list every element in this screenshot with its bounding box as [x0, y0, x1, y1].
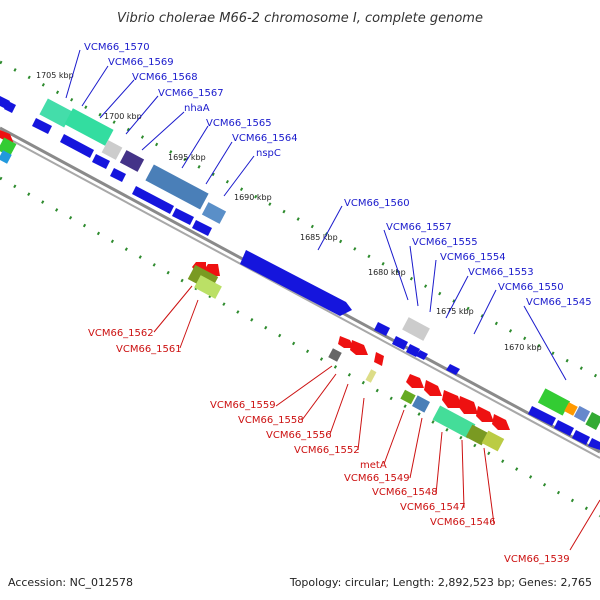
gene-label[interactable]: VCM66_1552: [294, 445, 360, 456]
gene-label[interactable]: VCM66_1555: [412, 237, 478, 248]
gene-arrow: [60, 134, 94, 158]
gene-label[interactable]: VCM66_1561: [116, 344, 182, 355]
gene-label[interactable]: VCM66_1539: [504, 554, 570, 565]
gene-box: [573, 405, 591, 423]
gene-arrow: [374, 352, 384, 366]
gene-label[interactable]: VCM66_1567: [158, 88, 224, 99]
gene-box: [585, 412, 600, 430]
tick-label: 1680 kbp: [368, 268, 406, 277]
gene-label[interactable]: VCM66_1547: [400, 502, 466, 513]
genome-summary-text: Topology: circular; Length: 2,892,523 bp…: [289, 576, 592, 589]
gene-arrow: [442, 390, 462, 408]
tick-label: 1670 kbp: [504, 343, 542, 352]
gene-arrow: [132, 186, 174, 214]
gene-arrow: [588, 438, 600, 450]
gene-box: [400, 389, 416, 405]
gene-box: [402, 317, 430, 341]
gene-arrow: [554, 420, 574, 436]
gene-arrow: [458, 396, 478, 414]
gene-box: [0, 150, 12, 164]
gene-arrow: [338, 336, 354, 348]
gene-arrow: [528, 406, 556, 426]
forward-gene-labels: VCM66_1570 VCM66_1569 VCM66_1568 VCM66_1…: [84, 42, 592, 308]
tick-label: 1690 kbp: [234, 193, 272, 202]
gene-label[interactable]: VCM66_1564: [232, 133, 298, 144]
gene-arrow: [424, 380, 442, 396]
gene-arrow: [0, 130, 14, 144]
gene-box: [194, 275, 222, 299]
gene-arrow: [392, 336, 408, 350]
gene-arrow: [92, 154, 110, 169]
reverse-gene-labels: VCM66_1562 VCM66_1561 VCM66_1559 VCM66_1…: [88, 328, 570, 565]
gene-box: [145, 164, 209, 210]
gene-label[interactable]: VCM66_1554: [440, 252, 506, 263]
gene-arrow: [192, 220, 212, 236]
gene-box: [365, 369, 377, 383]
gene-box: [328, 348, 342, 362]
backbone-lower: [0, 133, 600, 459]
tick-label: 1705 kbp: [36, 71, 74, 80]
gene-arrow: [406, 374, 424, 388]
reverse-features: [0, 130, 510, 452]
gene-label[interactable]: VCM66_1568: [132, 72, 198, 83]
gene-box: [537, 388, 571, 416]
gene-arrow: [416, 350, 428, 360]
gene-arrow: [492, 414, 510, 430]
gene-label[interactable]: VCM66_1557: [386, 222, 452, 233]
gene-arrow: [572, 430, 590, 445]
gene-arrow: [4, 101, 16, 113]
map-title: Vibrio cholerae M66-2 chromosome I, comp…: [117, 11, 483, 26]
forward-leaders: [65, 49, 567, 381]
gene-box: [564, 402, 578, 416]
gene-label[interactable]: nhaA: [184, 103, 210, 114]
gene-box: [432, 405, 476, 439]
gene-arrow: [374, 322, 390, 336]
gene-label[interactable]: VCM66_1553: [468, 267, 534, 278]
gene-label[interactable]: VCM66_1556: [266, 430, 332, 441]
gene-box: [412, 395, 430, 413]
gene-arrow: [32, 118, 52, 134]
gene-label[interactable]: nspC: [256, 148, 281, 159]
gene-arrow: [446, 364, 460, 375]
tick-label: 1675 kbp: [436, 307, 474, 316]
gene-box: [119, 150, 145, 172]
outer-tick-track: [0, 60, 600, 380]
tick-label: 1700 kbp: [104, 112, 142, 121]
gene-arrow: [172, 208, 194, 225]
gene-label[interactable]: VCM66_1545: [526, 297, 592, 308]
tick-label: 1685 kbp: [300, 233, 338, 242]
gene-arrow: [110, 168, 126, 182]
gene-label[interactable]: VCM66_1562: [88, 328, 154, 339]
gene-label[interactable]: VCM66_1570: [84, 42, 150, 53]
accession-text: Accession: NC_012578: [8, 576, 133, 589]
gene-label[interactable]: VCM66_1569: [108, 57, 174, 68]
gene-label[interactable]: VCM66_1559: [210, 400, 276, 411]
gene-arrow: [406, 344, 420, 357]
reverse-leaders: [153, 285, 600, 551]
gene-label[interactable]: VCM66_1550: [498, 282, 564, 293]
gene-arrow: [240, 250, 352, 316]
tick-labels: 1705 kbp 1700 kbp 1695 kbp 1690 kbp 1685…: [36, 71, 542, 352]
gene-label[interactable]: metA: [360, 460, 387, 471]
gene-label[interactable]: VCM66_1548: [372, 487, 438, 498]
gene-label[interactable]: VCM66_1558: [238, 415, 304, 426]
gene-arrow: [350, 340, 368, 355]
forward-features: [0, 96, 600, 450]
gene-label[interactable]: VCM66_1565: [206, 118, 272, 129]
gene-box: [465, 424, 489, 446]
gene-box: [481, 430, 505, 452]
tick-label: 1695 kbp: [168, 153, 206, 162]
gene-label[interactable]: VCM66_1546: [430, 517, 496, 528]
gene-label[interactable]: VCM66_1560: [344, 198, 410, 209]
gene-box: [64, 108, 114, 146]
gene-box: [201, 202, 227, 224]
gene-box: [101, 140, 123, 160]
gene-arrow: [476, 406, 494, 422]
gene-label[interactable]: VCM66_1549: [344, 473, 410, 484]
gene-box: [39, 98, 73, 128]
